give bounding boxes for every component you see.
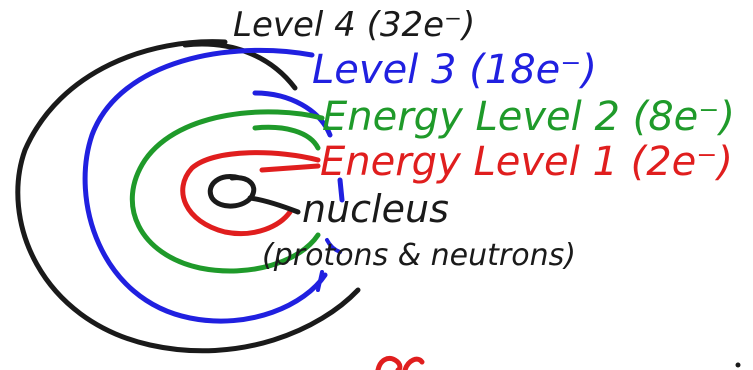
label-level3: Level 3 (18e⁻) <box>312 47 597 93</box>
shell-level2 <box>129 109 325 274</box>
shell-level2-tick <box>252 124 321 151</box>
shell-level3-tick2 <box>337 177 345 203</box>
shell-level3 <box>82 47 328 324</box>
label-level4: Level 4 (32e⁻) <box>233 5 475 45</box>
nucleus-loop <box>207 174 257 209</box>
label-level1: Energy Level 1 (2e⁻) <box>320 139 733 185</box>
dot-bottom-right <box>735 362 741 368</box>
shell-level1-tick <box>259 163 321 173</box>
label-nucleus-detail: (protons & neutrons) <box>262 238 576 273</box>
blue-tick-lower <box>316 270 324 292</box>
red-scribble <box>375 355 425 370</box>
label-nucleus: nucleus <box>302 187 449 231</box>
shell-level3-tick <box>252 90 333 138</box>
nucleus-pointer <box>247 195 301 215</box>
shell-level1 <box>180 150 321 237</box>
label-level2: Energy Level 2 (8e⁻) <box>322 94 735 140</box>
shell-level4 <box>15 39 361 354</box>
blue-tick-mid <box>325 238 342 254</box>
